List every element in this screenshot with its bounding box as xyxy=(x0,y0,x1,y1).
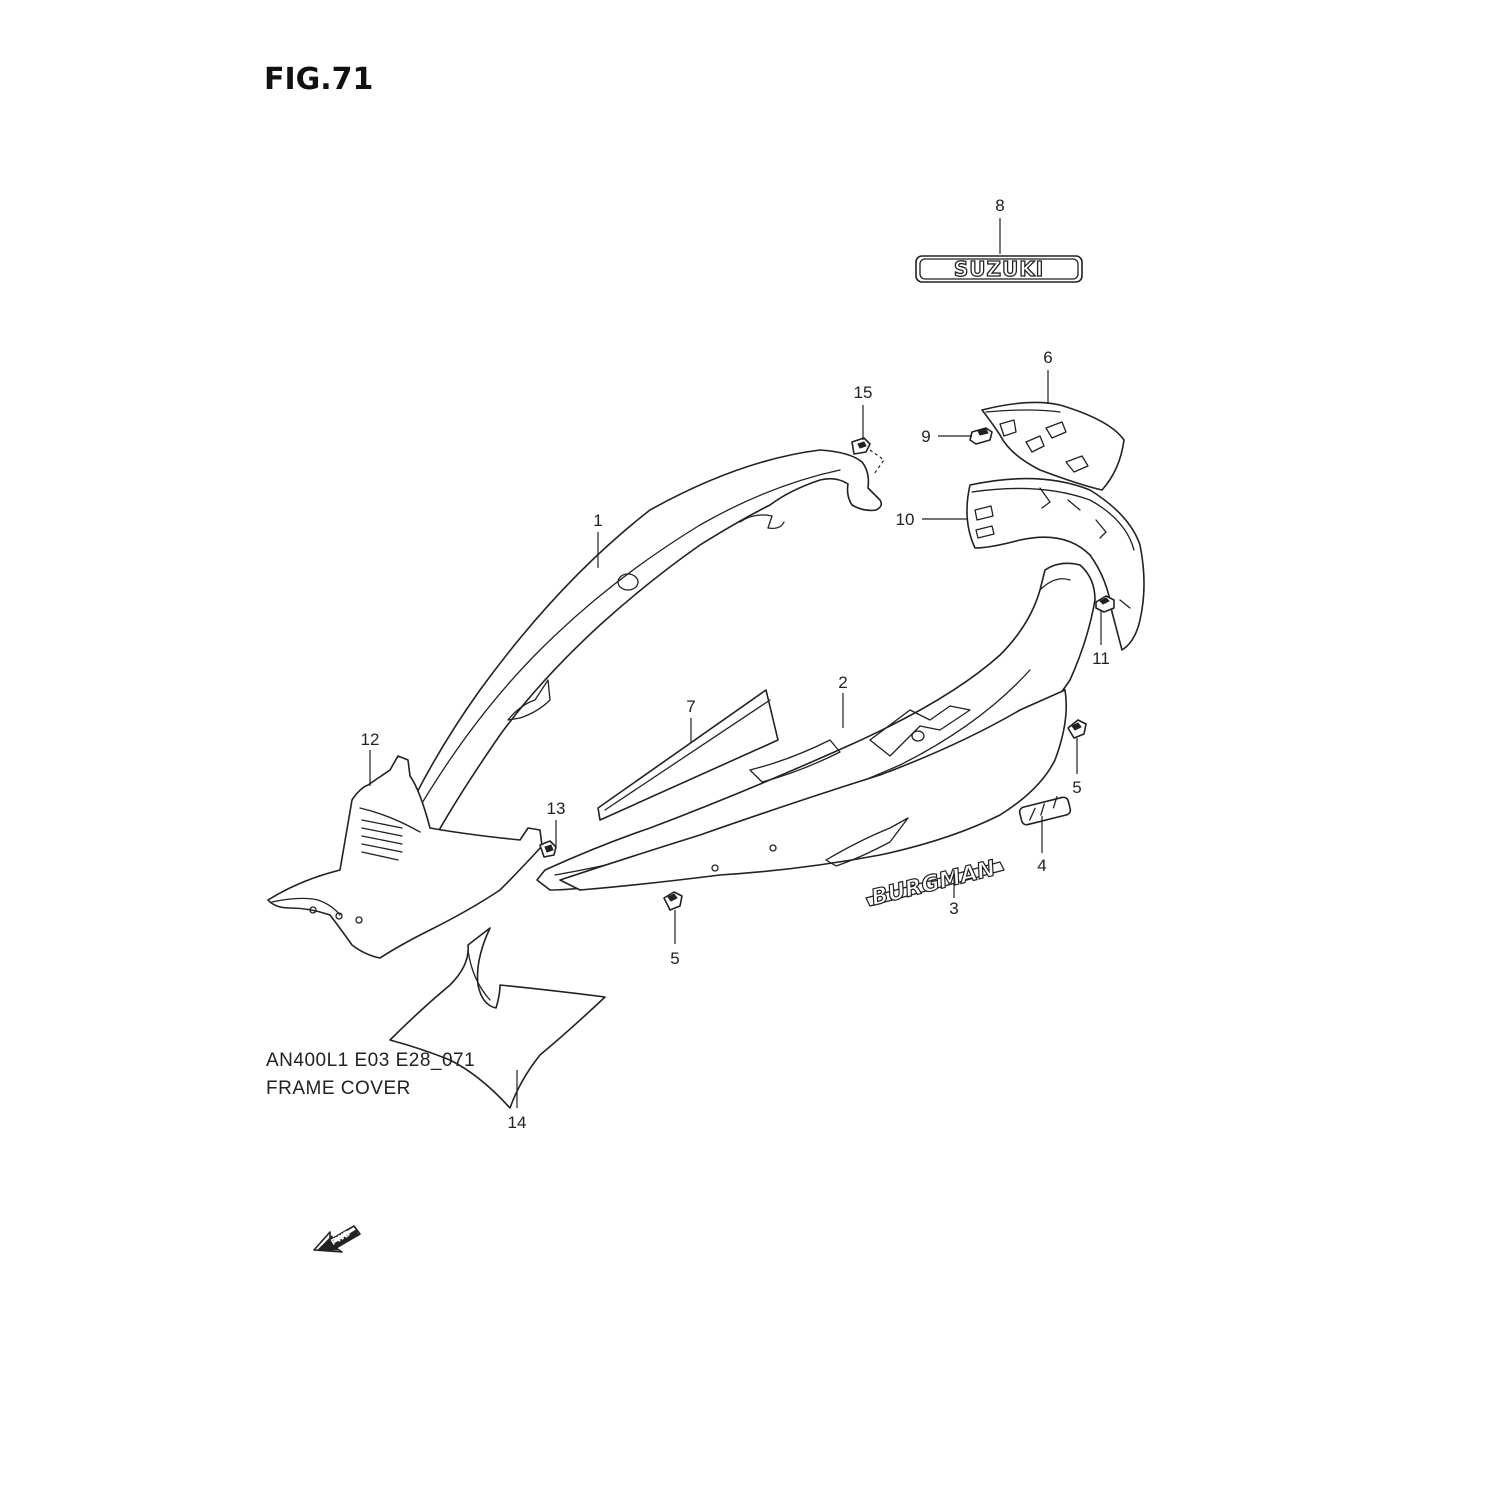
part-11-clip xyxy=(1095,595,1115,613)
fwd-arrow-icon: FWD xyxy=(313,1225,361,1253)
footer-name: FRAME COVER xyxy=(266,1078,411,1099)
part-3-burgman-decal: BURGMAN xyxy=(865,856,1005,912)
callout-4: 4 xyxy=(1037,856,1046,875)
part-9-clip xyxy=(969,427,993,445)
callout-12: 12 xyxy=(361,730,380,749)
callout-5-right: 5 xyxy=(1072,778,1081,797)
callout-9: 9 xyxy=(921,427,930,446)
callout-8: 8 xyxy=(995,196,1004,215)
part-12-front-lower-cover xyxy=(267,755,543,959)
callout-13: 13 xyxy=(547,799,566,818)
part-10-rear-lower-cover xyxy=(966,477,1145,651)
callout-3: 3 xyxy=(949,899,958,918)
figure-title: FIG.71 xyxy=(264,62,374,97)
part-5-screw-lower xyxy=(663,891,683,911)
callout-numbers: 8 6 15 9 10 1 11 2 7 12 13 5 4 3 5 14 xyxy=(361,196,1110,1132)
callout-6: 7 xyxy=(686,697,695,716)
callout-1: 1 xyxy=(593,511,602,530)
part-14-lower-shield xyxy=(389,927,606,1109)
part-lower-side-panel xyxy=(559,689,1068,891)
part-15-screw xyxy=(851,437,885,475)
part-6-strip xyxy=(597,689,779,821)
burgman-text: BURGMAN xyxy=(869,856,998,911)
part-1-frame-cover-upper xyxy=(397,449,883,833)
callout-7: 6 xyxy=(1043,348,1052,367)
callout-11: 11 xyxy=(1092,649,1110,668)
callout-2: 2 xyxy=(838,673,847,692)
part-7-rear-top-cover xyxy=(981,401,1125,491)
part-13-screw xyxy=(539,840,557,858)
callout-10: 10 xyxy=(896,510,915,529)
callout-14: 14 xyxy=(508,1113,527,1132)
callout-5-lower: 5 xyxy=(670,949,679,968)
footer-code: AN400L1 E03 E28_071 xyxy=(266,1050,476,1071)
part-5-screw-right xyxy=(1067,719,1087,739)
leader-lines xyxy=(369,218,1102,1108)
callout-15: 15 xyxy=(854,383,873,402)
emblem-text: SUZUKI xyxy=(954,257,1044,281)
part-8-suzuki-emblem: SUZUKI xyxy=(915,255,1083,283)
part-4-400-decal xyxy=(1018,796,1072,826)
